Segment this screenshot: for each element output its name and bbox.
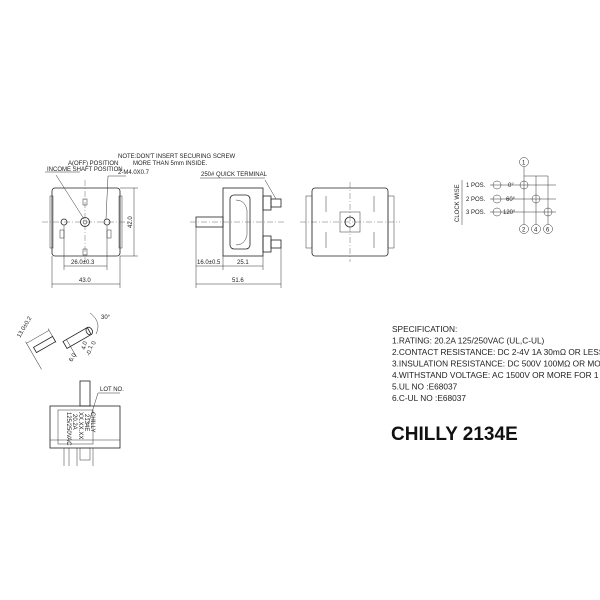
shaft-detail: 13.0±0.2 30° 6.0 4.0 -0.1 0 [17, 312, 111, 370]
spec-line: 6.C-UL NO :E68037 [392, 393, 466, 403]
position-2-label: 2 POS. [466, 197, 486, 203]
spec-line: 5.UL NO :E68037 [392, 382, 458, 392]
spec-line: 2.CONTACT RESISTANCE: DC 2-4V 1A 30mΩ OR… [392, 347, 600, 357]
lot-no-label: LOT NO. [100, 387, 124, 393]
spec-line: 3.INSULATION RESISTANCE: DC 500V 100MΩ O… [392, 359, 600, 369]
dim-body: 25.1 [237, 260, 249, 266]
terminal-1: 1 [522, 161, 526, 167]
wiring-diagram: CLOCK WISE 1 1 POS. 0° 2 POS. 60° 3 POS.… [455, 157, 556, 234]
rear-view [300, 182, 400, 262]
dim-shaft-diameter: 6.0 [69, 352, 79, 363]
clockwise-label: CLOCK WISE [455, 184, 461, 222]
position-1-label: 1 POS. [466, 183, 486, 189]
label-lot: XX.XX.XX [77, 412, 83, 439]
angle-30: 30° [101, 315, 111, 321]
dim-height: 42.0 [128, 216, 134, 228]
quick-terminal-label: 250# QUICK TERMINAL [201, 172, 268, 178]
position-3-angle: 120° [503, 210, 516, 216]
terminal-6: 6 [546, 228, 550, 234]
position-3-label: 3 POS. [466, 210, 486, 216]
dim-flat-tol-lower: -0.1 [86, 344, 95, 356]
position-1-angle: 0° [508, 183, 514, 189]
shaft-position-label: INCOME SHAFT POSITION [47, 167, 123, 173]
spec-heading: SPECIFICATION: [392, 324, 457, 334]
spec-line: 1.RATING: 20.2A 125/250VAC (UL,C-UL) [392, 336, 545, 346]
specification-block: SPECIFICATION: 1.RATING: 20.2A 125/250VA… [392, 324, 600, 403]
product-side-view: LOT NO. CHILLY 2134E XX.XX.XX 20.2A 125/… [49, 380, 124, 466]
label-brand: CHILLY [89, 412, 95, 433]
off-position-label: A(OFF) POSITION [68, 161, 118, 167]
product-title: CHILLY 2134E [391, 424, 518, 445]
side-view: 250# QUICK TERMINAL 16.0±0.5 25.1 51.6 [190, 172, 285, 288]
dim-flat-tol-upper: 0 [91, 340, 98, 345]
front-view: A(OFF) POSITION INCOME SHAFT POSITION NO… [42, 154, 235, 288]
dim-width: 43.0 [79, 278, 91, 284]
dim-hole-spacing: 26.0±0.3 [71, 260, 95, 266]
dim-total: 51.6 [232, 278, 244, 284]
label-voltage: 125/250VAC [65, 412, 71, 446]
terminal-4: 4 [534, 228, 538, 234]
screw-spec: 2-M4.0X0.7 [118, 170, 150, 176]
dim-shaft: 16.0±0.5 [197, 260, 221, 266]
label-rating: 20.2A [71, 414, 77, 430]
dim-shaft-length: 13.0±0.2 [17, 315, 34, 339]
note-line-2: MORE THAN 5mm INSIDE. [133, 161, 208, 167]
terminal-2: 2 [522, 228, 526, 234]
dim-flat: 4.0 [81, 340, 89, 350]
spec-line: 4.WITHSTAND VOLTAGE: AC 1500V OR MORE FO… [392, 370, 600, 380]
position-2-angle: 60° [506, 197, 516, 203]
note-line-1: NOTE:DON'T INSERT SECURING SCREW [118, 154, 235, 160]
label-model: 2134E [83, 414, 89, 431]
